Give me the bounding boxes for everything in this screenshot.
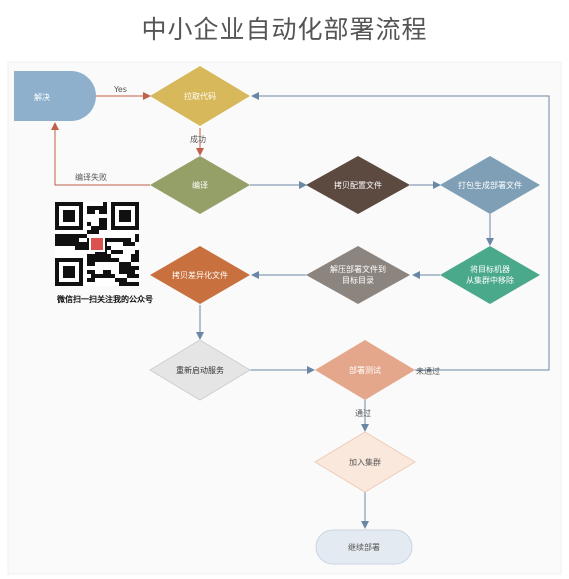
page-title: 中小企业自动化部署流程 [141, 15, 428, 44]
edge-label-yes: Yes [113, 85, 127, 94]
node-restart [149, 339, 251, 401]
edge-label-success: 成功 [190, 134, 206, 144]
node-join-cluster [314, 431, 416, 493]
edge-label-not-pass: 未通过 [416, 366, 440, 376]
node-resolve [14, 71, 96, 121]
label-resolve: 解决 [34, 92, 50, 102]
edge-label-pass: 通过 [355, 408, 371, 418]
node-copy-config [306, 156, 410, 214]
diagram-background [7, 61, 562, 575]
node-remove-target [440, 246, 540, 304]
label-package: 打包生成部署文件 [458, 180, 522, 190]
label-copy-config: 拷贝配置文件 [334, 180, 382, 190]
node-fetch-code [150, 66, 250, 126]
qr-logo-icon [91, 238, 103, 250]
edge-test-fail-loop [251, 92, 550, 371]
label-unzip: 解压部署文件到目标目录 [330, 264, 386, 285]
edge-compile-fail [51, 122, 150, 186]
qr-caption: 微信扫一扫关注我的公众号 [57, 295, 153, 304]
label-compile: 编译 [192, 180, 208, 190]
label-copy-diff: 拷贝差异化文件 [172, 270, 228, 280]
label-test: 部署测试 [349, 365, 381, 375]
qr-code-image [55, 202, 139, 286]
node-compile [150, 156, 250, 214]
edge-label-compile-fail: 编译失败 [75, 172, 107, 182]
node-unzip [306, 246, 410, 304]
label-join-cluster: 加入集群 [349, 457, 381, 467]
node-continue [315, 529, 413, 565]
label-remove-target: 将目标机器从集群中移除 [466, 264, 514, 285]
node-package [440, 156, 540, 214]
label-fetch-code: 拉取代码 [184, 91, 216, 101]
label-continue: 继续部署 [348, 542, 380, 552]
node-test [315, 340, 415, 400]
node-copy-diff [150, 246, 250, 304]
label-restart: 重新启动服务 [176, 365, 224, 375]
